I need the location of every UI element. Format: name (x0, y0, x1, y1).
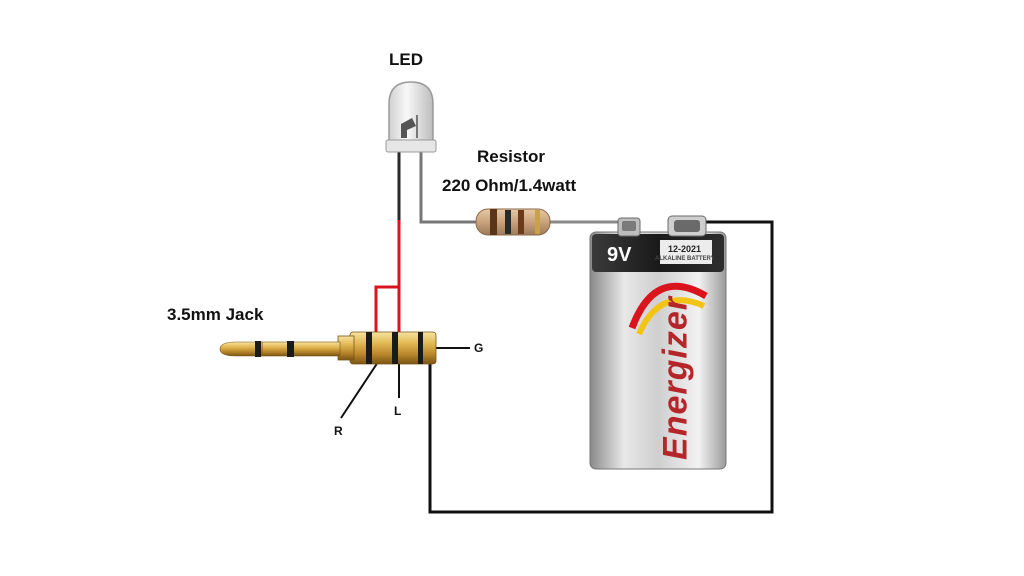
ground-label: G (474, 341, 484, 355)
wire-battery-to-ground (428, 220, 774, 514)
left-channel-label: L (394, 404, 402, 418)
jack-label: 3.5mm Jack (167, 305, 264, 324)
led-leg-anode (419, 152, 480, 224)
wire-red-loop (374, 285, 399, 352)
led-bulb (385, 81, 437, 153)
resistor-label: Resistor (477, 147, 546, 166)
right-channel-label: R (334, 424, 343, 438)
battery-type: ALKALINE BATTERY (655, 256, 715, 262)
wire-right-lead (340, 361, 379, 419)
battery-voltage: 9V (607, 244, 632, 266)
battery-brand-logo: Energizer (656, 296, 695, 460)
audio-jack-3-5mm (219, 331, 437, 365)
battery-9v (589, 215, 727, 470)
resistor-spec-label: 220 Ohm/1.4watt (442, 176, 577, 195)
resistor (475, 208, 628, 236)
led-label: LED (389, 50, 423, 69)
battery-date-code: 12-2021 (668, 244, 702, 254)
